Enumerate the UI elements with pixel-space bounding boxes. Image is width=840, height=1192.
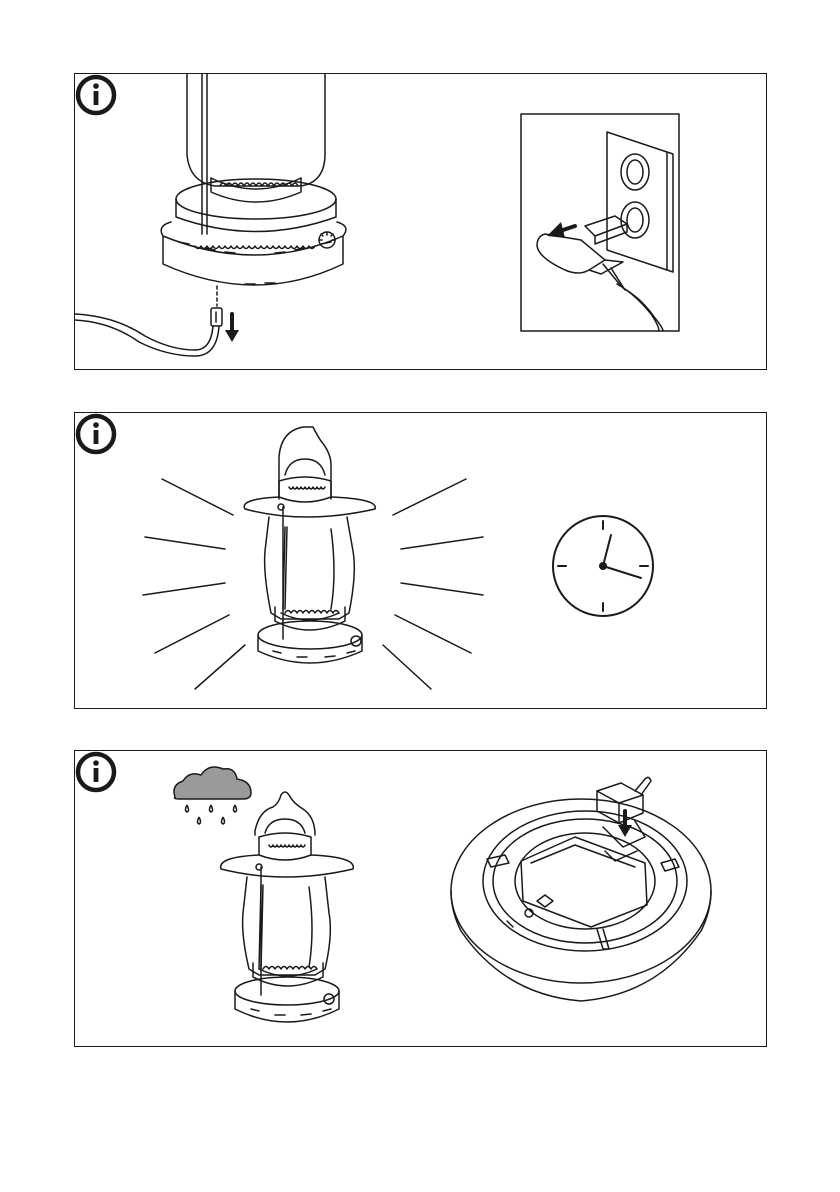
- wall-socket-unplug-illustration: [75, 74, 768, 371]
- base-underside-plug-illustration: [75, 751, 768, 1048]
- panel-lit-duration: [74, 412, 767, 709]
- clock-icon: [75, 413, 768, 710]
- panel-weather-care: [74, 750, 767, 1047]
- panel-unplug: [74, 73, 767, 370]
